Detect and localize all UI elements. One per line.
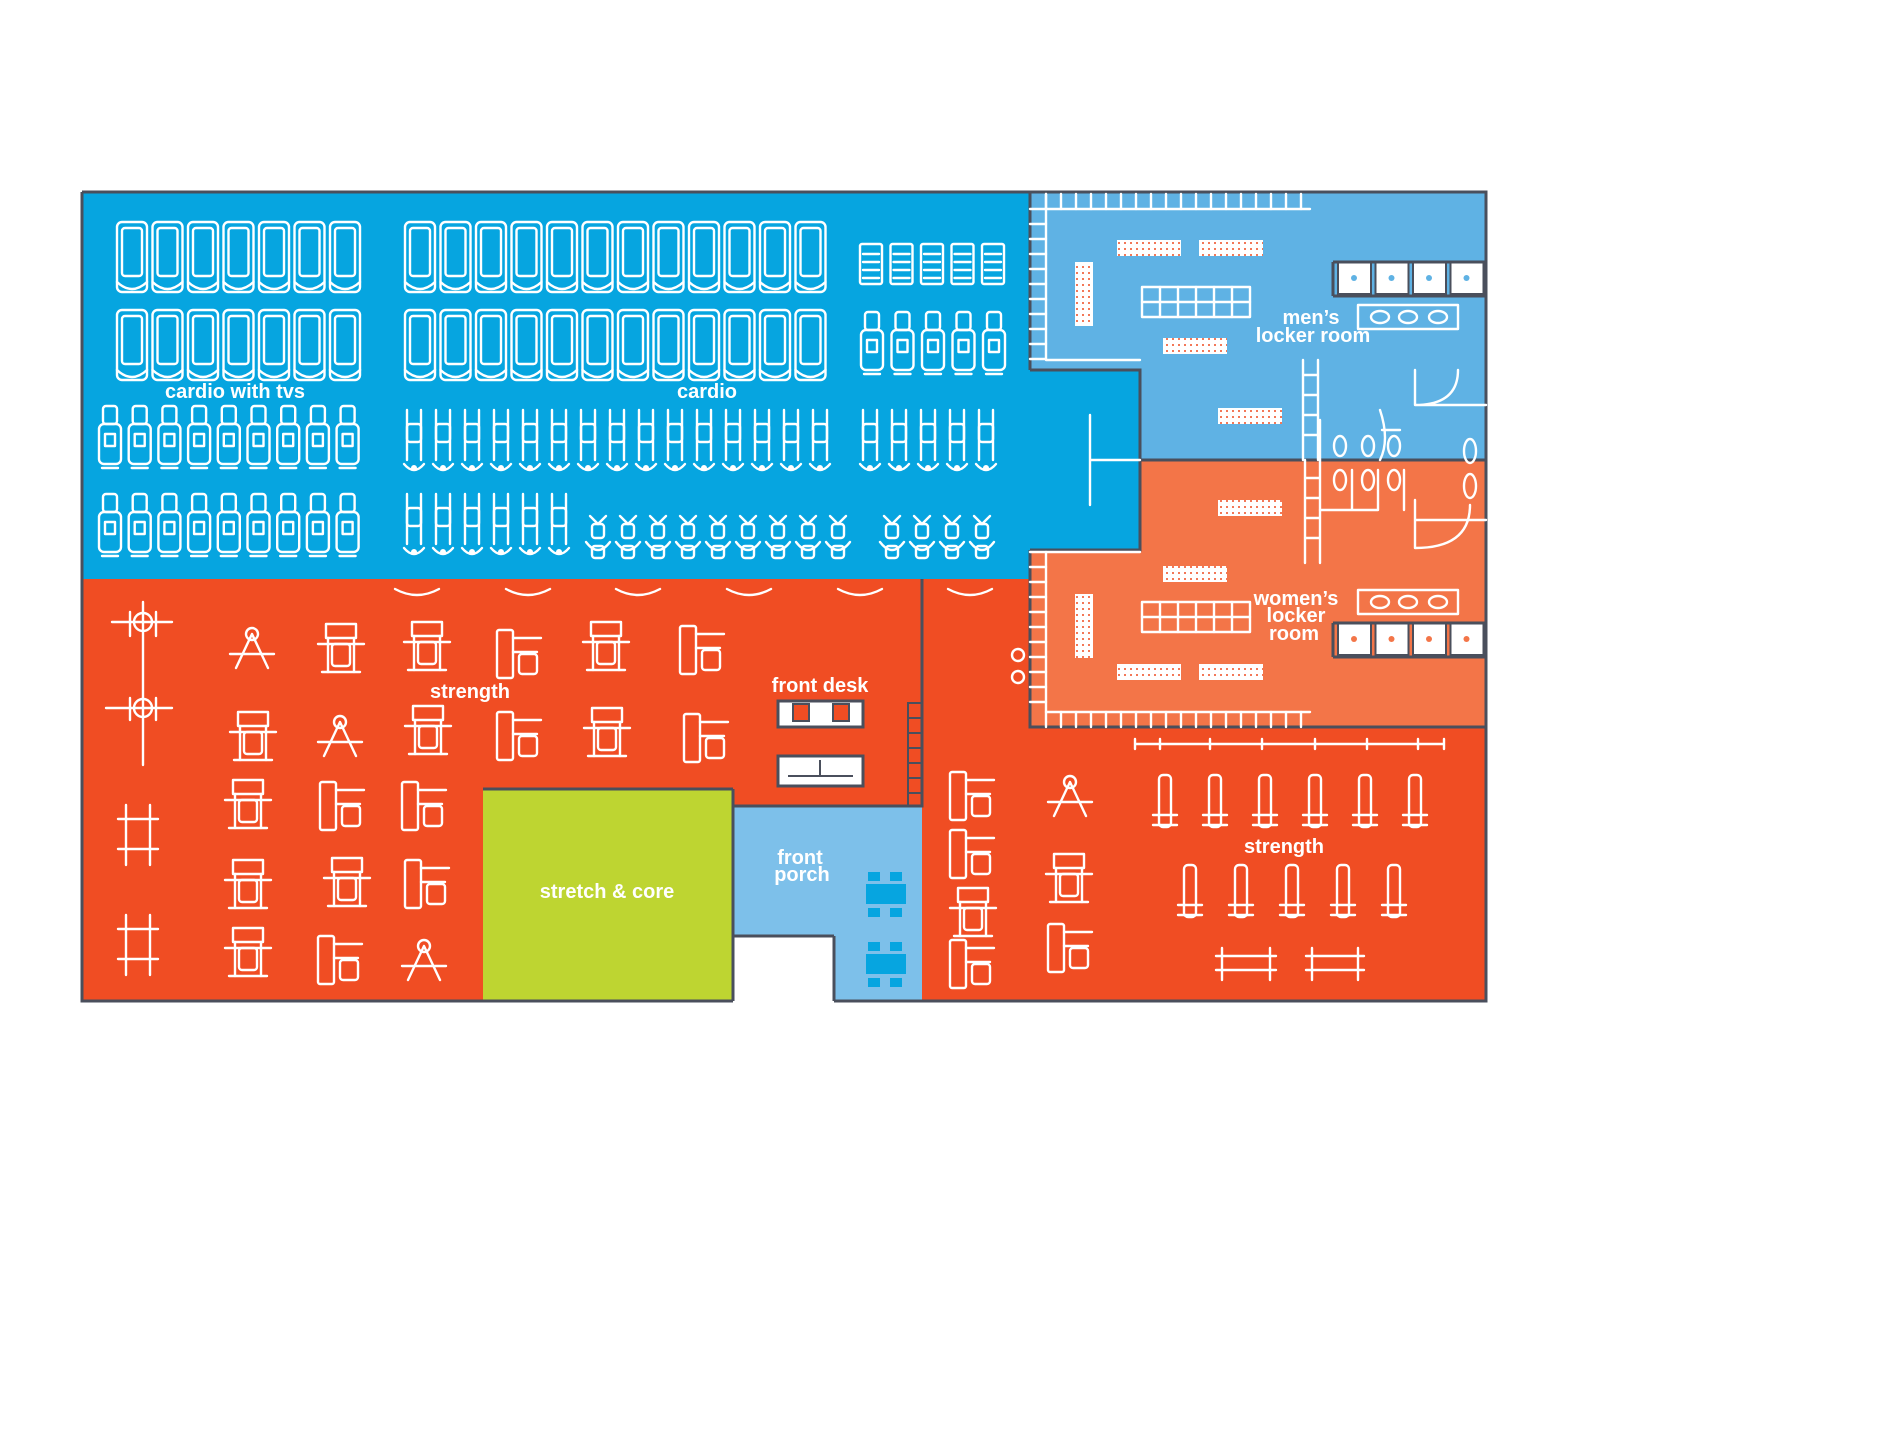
- mens-locker-label-2: locker room: [1256, 325, 1370, 347]
- entrance: [733, 936, 833, 1006]
- strength-left-label: strength: [430, 681, 510, 703]
- cable-crossover-icon: [132, 697, 154, 719]
- urinal-icon: [1378, 408, 1402, 462]
- shower-drain-icon: [1351, 636, 1357, 642]
- fountain-icon: [1010, 669, 1026, 685]
- locker-bench-icon: [1163, 338, 1227, 354]
- toilet-icon: [1332, 434, 1348, 458]
- sink-icon: [1427, 594, 1449, 610]
- toilet-icon: [1386, 434, 1402, 458]
- door-swing-icon: [1413, 498, 1488, 550]
- shower-drain-icon: [1388, 636, 1395, 642]
- porch-tables: [866, 872, 906, 987]
- door-swing-icon: [1413, 368, 1488, 407]
- cable-crossover-icon: [132, 611, 154, 633]
- bench-rack-icon: [1304, 946, 1366, 982]
- locker-bench-icon: [1117, 664, 1181, 680]
- cardio-tvs-label: cardio with tvs: [165, 381, 305, 403]
- dumbbell-rack-icon: [1133, 737, 1446, 751]
- womens-locker-label-1: women’s: [1253, 588, 1339, 610]
- mens-locker-label-1: men’s: [1282, 307, 1339, 329]
- shower-wall: [1331, 260, 1486, 659]
- womens-locker-label-2: locker: [1267, 605, 1326, 627]
- toilet-icon: [1360, 434, 1376, 458]
- tv-mount-icon: [836, 587, 884, 597]
- fountain-icon: [1010, 647, 1026, 663]
- cardio-label: cardio: [677, 381, 737, 403]
- toilet-icon: [1332, 468, 1348, 492]
- locker-bench-icon: [1075, 594, 1093, 658]
- toilet-icon: [1386, 468, 1402, 492]
- strength-zone-right: [922, 727, 1486, 1001]
- locker-bench-icon: [1218, 408, 1282, 424]
- front-porch-label-1: front: [777, 847, 823, 869]
- locker-bench-icon: [1218, 500, 1282, 516]
- shower-drain-icon: [1351, 275, 1357, 281]
- locker-bench-icon: [1199, 664, 1263, 680]
- locker-row-icon: [1301, 358, 1320, 462]
- vanity-icon: [1356, 588, 1460, 616]
- tv-mount-icon: [504, 587, 552, 597]
- wall-rack: [907, 702, 923, 807]
- bench-rack-icon: [1214, 946, 1278, 982]
- locker-icon: [1140, 300, 1252, 619]
- sink-icon: [1397, 594, 1419, 610]
- stretch-core-label: stretch & core: [540, 881, 675, 903]
- front-porch-label-2: porch: [774, 864, 830, 886]
- vanity-icon: [1356, 303, 1460, 331]
- locker-room-fixtures: [1028, 192, 1488, 729]
- locker-bench-icon: [1163, 566, 1227, 582]
- front-desk-label: front desk: [772, 675, 870, 697]
- shower-drain-icon: [1463, 636, 1470, 642]
- sink-icon: [1427, 309, 1449, 325]
- shower-drain-icon: [1388, 275, 1395, 281]
- tv-mount-icon: [946, 587, 994, 597]
- shower-icon: [1449, 261, 1485, 295]
- toilet-icon: [1360, 468, 1376, 492]
- strength-equipment: [104, 587, 1446, 990]
- shower-drain-icon: [1463, 275, 1470, 281]
- womens-locker-label-3: room: [1269, 623, 1319, 645]
- front-desk: [776, 699, 865, 788]
- tv-mount-icon: [614, 587, 662, 597]
- strength-right-label: strength: [1244, 836, 1324, 858]
- shower-drain-icon: [1426, 636, 1432, 642]
- strength-zone-mid: [922, 579, 1030, 729]
- tv-mount-icon: [393, 587, 441, 597]
- sink-icon: [1369, 594, 1391, 610]
- sink-icon: [1369, 309, 1391, 325]
- locker-row-icon: [1303, 458, 1322, 565]
- stretch-core-zone: [483, 789, 733, 1001]
- cable-crossover-icon: [104, 600, 174, 767]
- toilet-icon: [1462, 472, 1478, 500]
- locker-bench-icon: [1075, 262, 1093, 326]
- stall-partition-icon: [1318, 418, 1406, 512]
- locker-bench-icon: [1117, 240, 1181, 256]
- toilet-icon: [1462, 437, 1478, 465]
- tv-mount-icon: [725, 587, 773, 597]
- sink-icon: [1397, 309, 1419, 325]
- shower-drain-icon: [1426, 275, 1432, 281]
- locker-bench-icon: [1199, 240, 1263, 256]
